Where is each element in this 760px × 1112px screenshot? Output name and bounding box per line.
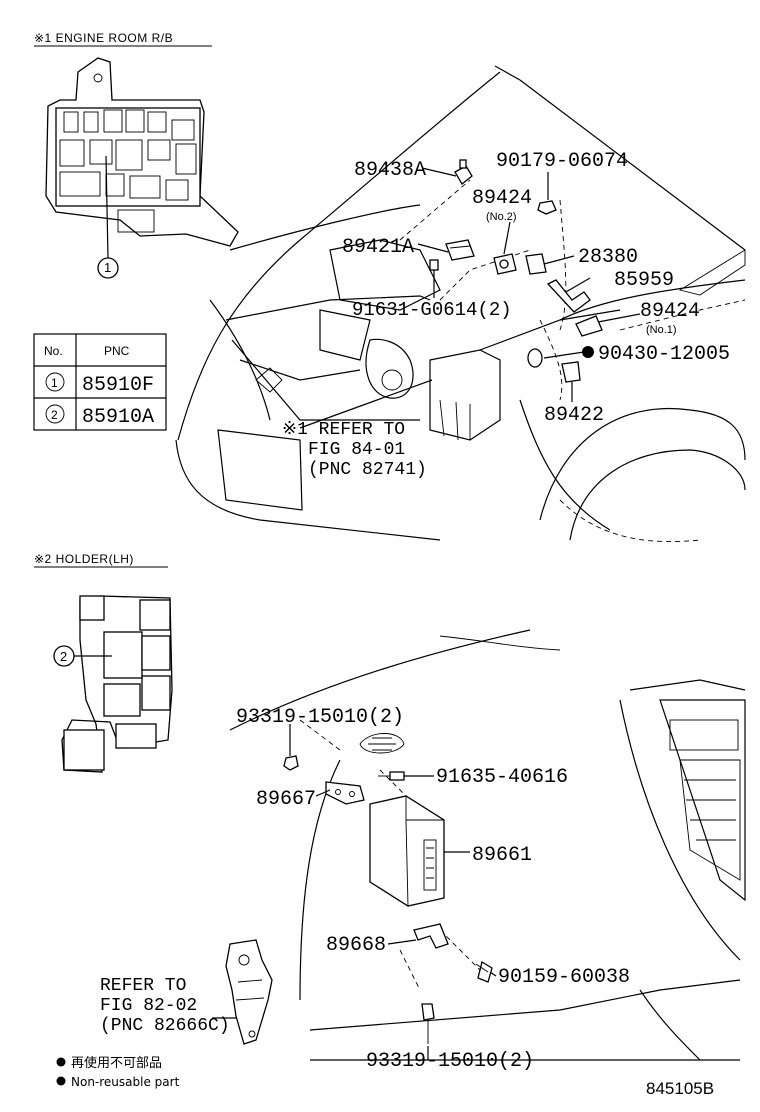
relay-28380 — [525, 253, 547, 275]
callout-2 — [53, 645, 75, 667]
label-89424-no1: 89424 — [640, 300, 700, 323]
callout-2-label: 2 — [60, 649, 67, 664]
legend-jp: 再使用不可部品 — [71, 1055, 162, 1071]
callout-1-label: 1 — [104, 260, 111, 275]
legend-bullet-en — [56, 1076, 66, 1086]
sensor-89421A — [445, 239, 475, 261]
bracket-89668 — [413, 923, 449, 949]
bolt-90159 — [475, 960, 493, 983]
label-89424-no2-sub: (No.2) — [486, 211, 517, 223]
engine-room-header: ※1 ENGINE ROOM R/B — [34, 31, 173, 45]
label-91635-40616: 91635-40616 — [436, 766, 568, 789]
label-89661: 89661 — [472, 844, 532, 867]
table-row-1-pnc: 85910F — [82, 374, 154, 397]
bottom-leaders — [212, 724, 497, 1060]
label-93319-15010-top: 93319-15010(2) — [236, 706, 404, 729]
refer-84-01-line2: FIG 84-01 — [308, 440, 405, 460]
sensor-89438A — [454, 159, 473, 185]
label-89438A: 89438A — [354, 159, 426, 182]
sensor-89422 — [561, 361, 581, 383]
table-col-no: No. — [44, 344, 63, 358]
sensor-89424-no1 — [575, 315, 603, 337]
figure-id: 845105B — [646, 1079, 714, 1098]
engine-room-relay-block — [45, 57, 239, 247]
holder-header: ※2 HOLDER(LH) — [34, 552, 134, 566]
label-89422: 89422 — [544, 404, 604, 427]
ecu-89661 — [369, 795, 445, 907]
refer-82-02-line3: (PNC 82666C) — [100, 1016, 230, 1036]
label-90430-12005: 90430-12005 — [598, 343, 730, 366]
label-89421A: 89421A — [342, 236, 414, 259]
legend-en: Non-reusable part — [71, 1075, 180, 1089]
legend-bullet-jp — [56, 1057, 66, 1067]
top-leaders — [299, 167, 641, 429]
refer-84-01-line1: ※1 REFER TO — [282, 420, 405, 440]
label-89668: 89668 — [326, 934, 386, 957]
callout-1 — [97, 257, 119, 279]
table-row-2-pnc: 85910A — [82, 406, 154, 429]
table-row-1-no: 1 — [51, 376, 58, 390]
label-90159-60038: 90159-60038 — [498, 966, 630, 989]
refer-82-02-line1: REFER TO — [100, 976, 186, 996]
gasket-90430 — [527, 348, 543, 368]
bolt-91631 — [429, 259, 439, 271]
label-91631-G0614: 91631-G0614(2) — [352, 299, 512, 321]
callout-1-leader — [105, 155, 109, 259]
pnc-table: No. PNC 1 85910F 2 85910A — [33, 333, 167, 431]
label-89424-no2: 89424 — [472, 187, 532, 210]
vehicle-front-illustration — [175, 65, 746, 543]
label-93319-15010-bottom: 93319-15010(2) — [366, 1050, 534, 1073]
non-reusable-bullet — [582, 346, 594, 358]
refer-82-02-line2: FIG 82-02 — [100, 996, 197, 1016]
label-89667: 89667 — [256, 788, 316, 811]
refer-82-02-part — [225, 939, 273, 1045]
bracket-85959 — [546, 279, 591, 313]
table-col-pnc: PNC — [104, 344, 130, 358]
sensor-89424-no2 — [493, 253, 517, 275]
label-28380: 28380 — [578, 246, 638, 269]
label-89424-no1-sub: (No.1) — [646, 324, 677, 336]
table-row-2-no: 2 — [51, 408, 58, 422]
screw-93319-bottom — [421, 1003, 435, 1044]
refer-84-01-line3: (PNC 82741) — [308, 460, 427, 480]
label-85959: 85959 — [614, 269, 674, 292]
bolt-91635 — [378, 771, 405, 781]
holder-relay-block — [61, 595, 173, 773]
nut-90179 — [537, 200, 557, 215]
screw-93319-top — [283, 755, 299, 771]
bracket-89667 — [325, 781, 365, 805]
label-90179-06074: 90179-06074 — [496, 150, 628, 173]
